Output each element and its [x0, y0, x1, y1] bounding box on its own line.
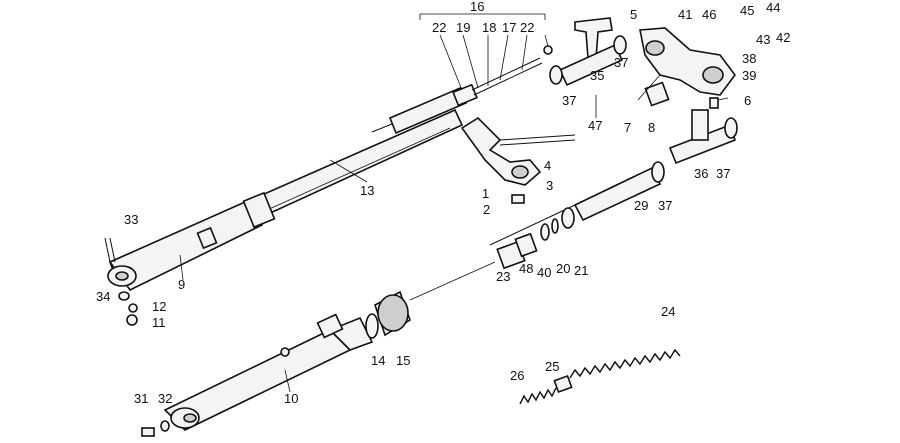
label-15: 15 [396, 353, 410, 368]
label-33: 33 [124, 212, 138, 227]
label-7: 7 [624, 120, 631, 135]
seal-14 [365, 313, 379, 339]
label-40: 40 [537, 265, 551, 280]
assembly-line [409, 261, 496, 301]
label-17: 17 [502, 20, 516, 35]
screw-33 [104, 237, 116, 263]
spring-24 [569, 348, 681, 379]
label-16: 16 [470, 0, 484, 14]
label-4: 4 [544, 158, 551, 173]
label-11: 11 [152, 315, 166, 330]
label-37a: 37 [614, 55, 628, 70]
label-26: 26 [510, 368, 524, 383]
label-6: 6 [744, 93, 751, 108]
screw-31-32 [141, 420, 170, 437]
label-48: 48 [519, 261, 533, 276]
label-38: 38 [742, 51, 756, 66]
label-21: 21 [574, 263, 588, 278]
fork-slider-upper-foot [107, 191, 276, 292]
steering-stem-bracket [549, 17, 627, 87]
label-3: 3 [546, 178, 553, 193]
screw-11-12 [126, 303, 138, 326]
label-22a: 22 [432, 20, 446, 35]
label-20: 20 [556, 261, 570, 276]
bush-8 [644, 81, 670, 107]
label-32: 32 [158, 391, 172, 406]
label-47: 47 [588, 118, 602, 133]
part-labels: 16 22 19 18 17 22 5 41 46 45 44 43 42 38… [96, 0, 790, 406]
label-37c: 37 [716, 166, 730, 181]
right-fork-upper-tube [668, 97, 738, 165]
lower-fork-slider [163, 313, 374, 431]
label-5: 5 [630, 7, 637, 22]
label-36: 36 [694, 166, 708, 181]
washers-cluster [496, 207, 575, 270]
label-14: 14 [371, 353, 385, 368]
label-37b: 37 [562, 93, 576, 108]
label-24: 24 [661, 304, 675, 319]
label-22b: 22 [520, 20, 534, 35]
spacer-25 [553, 374, 573, 394]
label-25: 25 [545, 359, 559, 374]
label-34: 34 [96, 289, 110, 304]
label-8: 8 [648, 120, 655, 135]
bottom-yoke [460, 116, 576, 204]
label-42: 42 [776, 30, 790, 45]
nut-34 [118, 291, 130, 301]
top-yoke [639, 27, 736, 96]
label-39: 39 [742, 68, 756, 83]
label-18: 18 [482, 20, 496, 35]
label-44: 44 [766, 0, 780, 15]
label-31: 31 [134, 391, 148, 406]
label-46: 46 [702, 7, 716, 22]
label-2: 2 [483, 202, 490, 217]
dust-boot-15 [374, 290, 411, 337]
label-45: 45 [740, 3, 754, 18]
label-29: 29 [634, 198, 648, 213]
label-12: 12 [152, 299, 166, 314]
label-35: 35 [590, 68, 604, 83]
label-10: 10 [284, 391, 298, 406]
label-43: 43 [756, 32, 770, 47]
leader-lines [179, 13, 729, 393]
spring-26 [519, 387, 557, 405]
label-23: 23 [496, 269, 510, 284]
right-fork-upper-cylinder [489, 161, 665, 246]
label-9: 9 [178, 277, 185, 292]
label-1: 1 [482, 186, 489, 201]
label-19: 19 [456, 20, 470, 35]
label-41: 41 [678, 7, 692, 22]
label-13: 13 [360, 183, 374, 198]
label-37d: 37 [658, 198, 672, 213]
